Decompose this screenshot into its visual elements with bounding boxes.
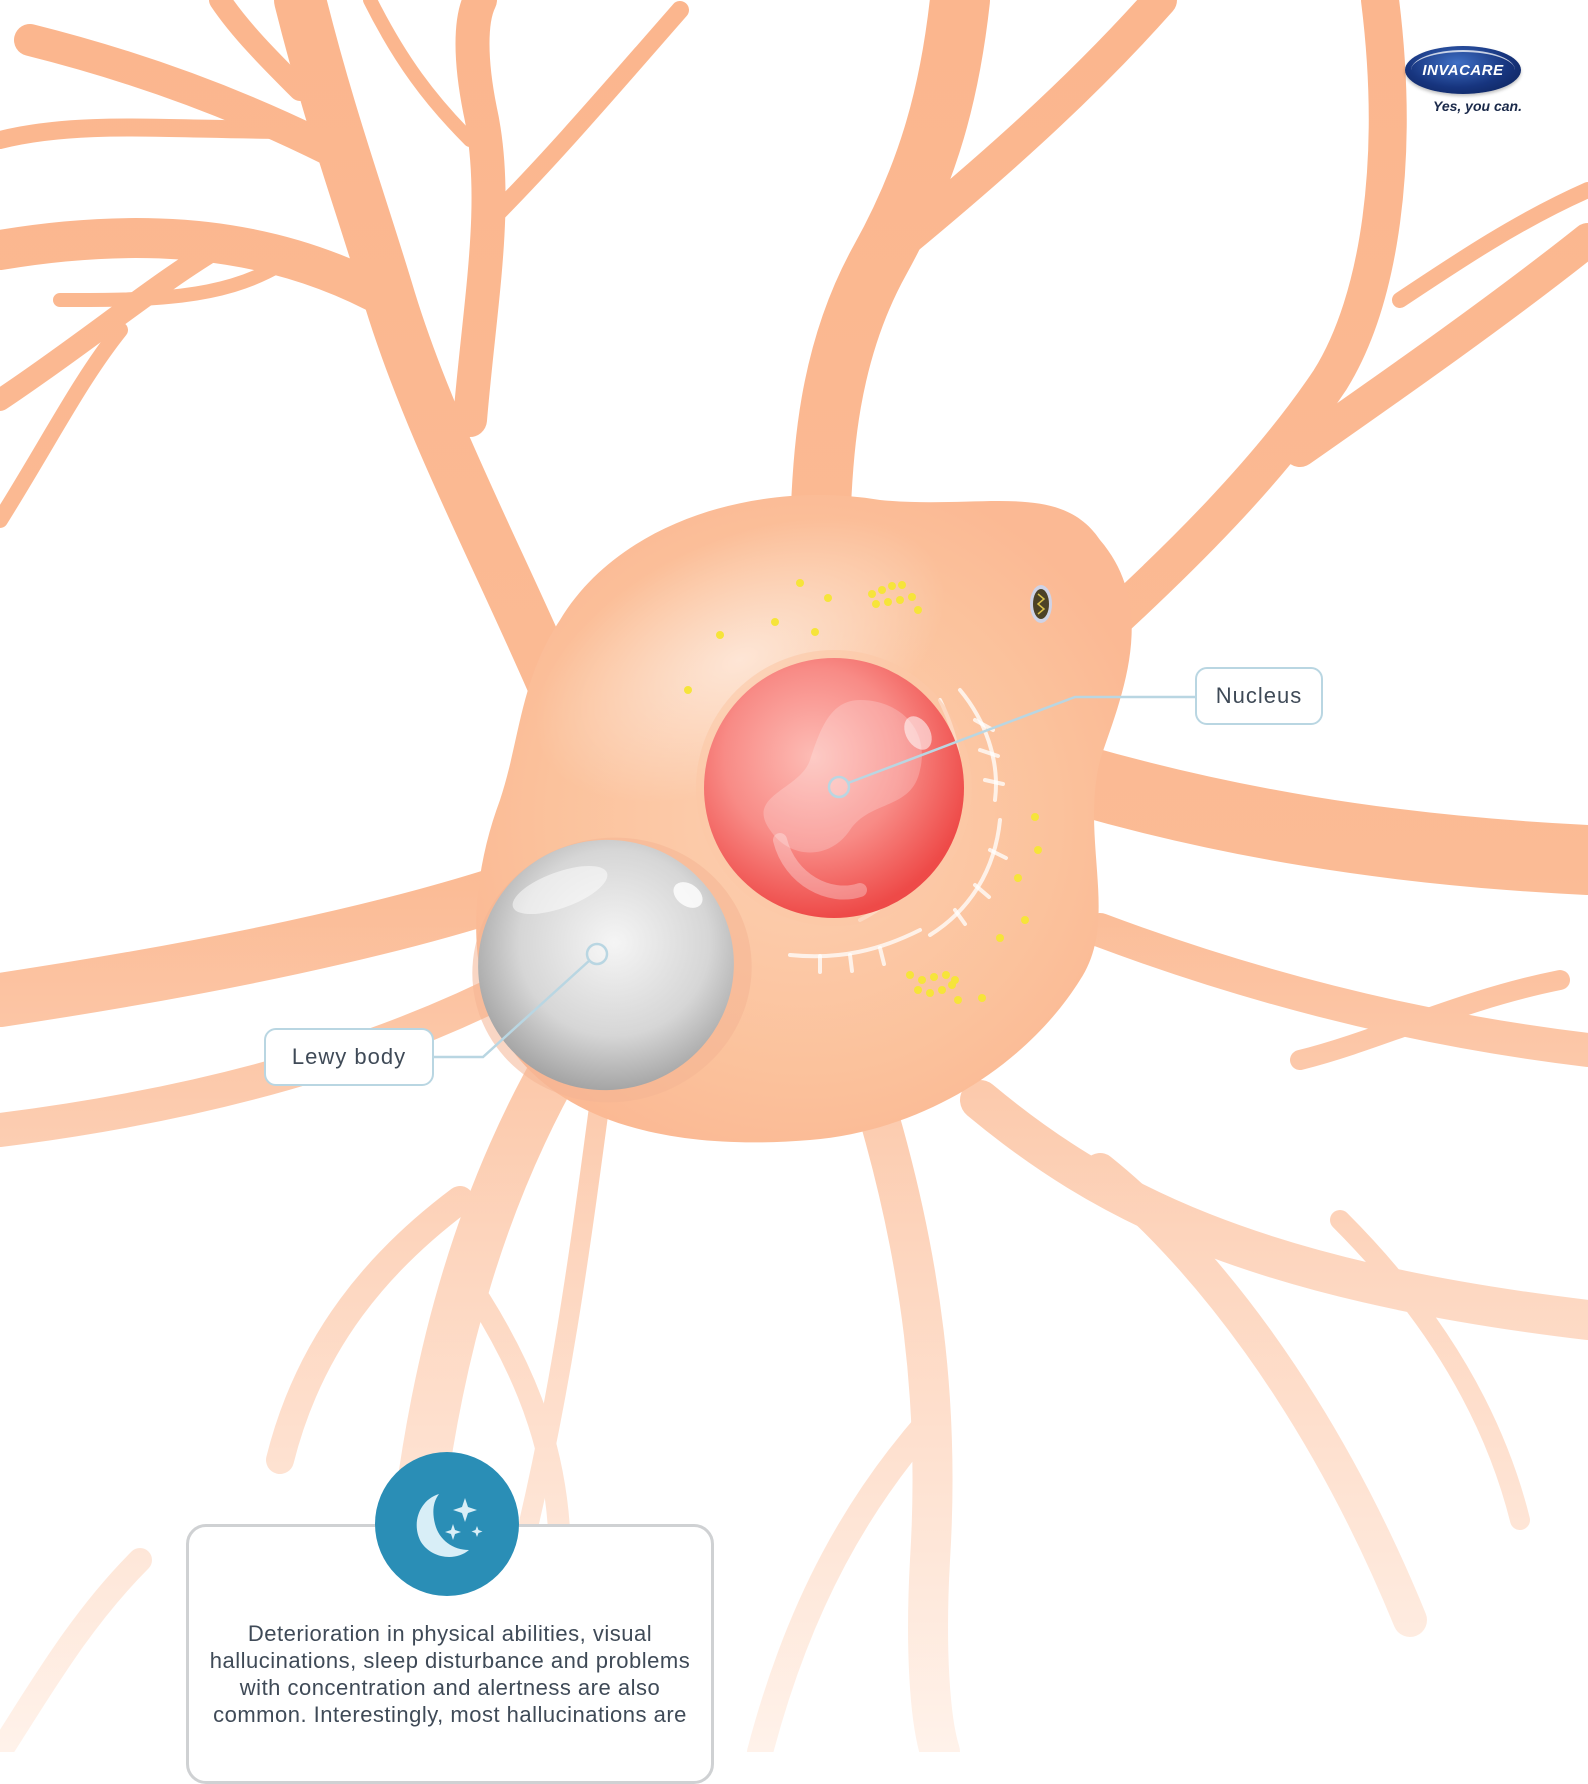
- logo-badge: INVACARE: [1405, 46, 1521, 94]
- lewy-body-label: Lewy body: [264, 1028, 434, 1086]
- logo-tagline: Yes, you can.: [1433, 98, 1522, 114]
- nucleus-label: Nucleus: [1195, 667, 1323, 725]
- logo-brand: INVACARE: [1422, 62, 1503, 79]
- invacare-logo[interactable]: INVACARE Yes, you can.: [1405, 46, 1523, 120]
- mitochondrion: [1030, 585, 1052, 623]
- info-text: Deterioration in physical abilities, vis…: [200, 1620, 700, 1728]
- moon-stars-icon: [375, 1452, 519, 1596]
